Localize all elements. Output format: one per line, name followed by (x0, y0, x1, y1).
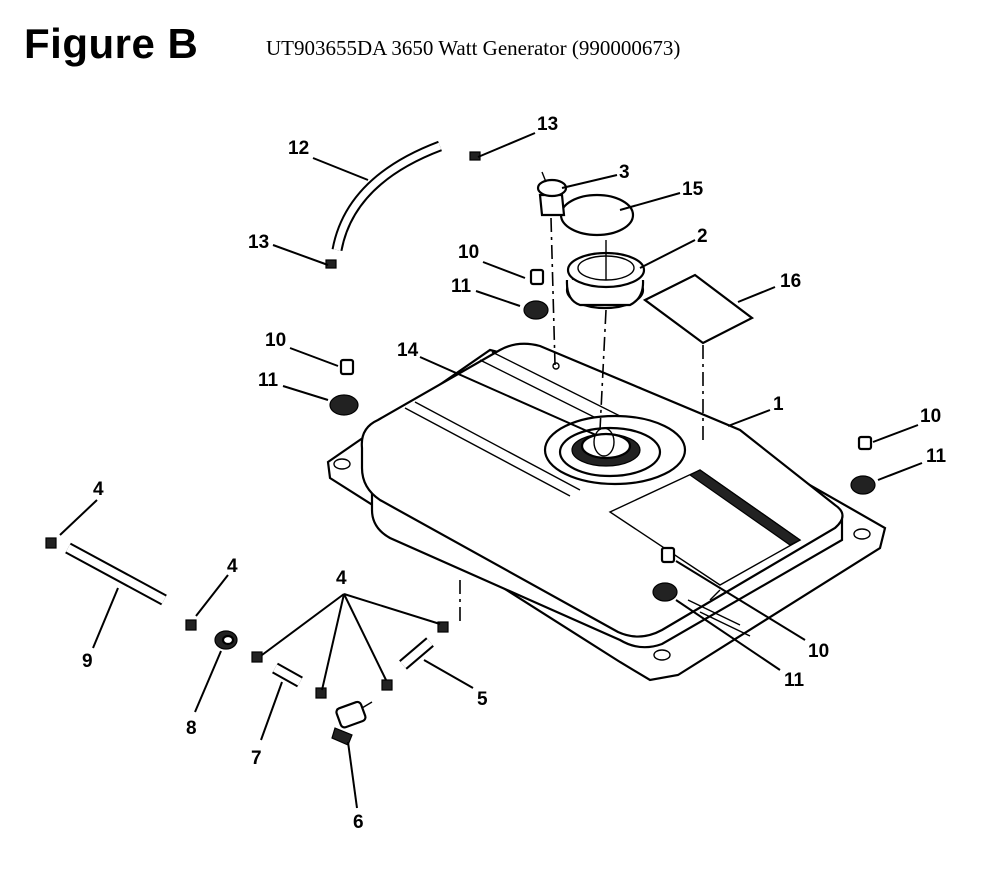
callout-16: 16 (780, 271, 801, 292)
callout-2: 2 (697, 226, 708, 247)
callout-4-left: 4 (93, 479, 104, 500)
callout-6: 6 (353, 812, 364, 833)
callout-8: 8 (186, 718, 197, 739)
callout-11-left: 11 (258, 370, 279, 391)
callout-4-mid: 4 (227, 556, 238, 577)
gasket-disc (559, 193, 635, 237)
callout-1: 1 (773, 394, 784, 415)
callout-12: 12 (288, 138, 309, 159)
figure-title: UT903655DA 3650 Watt Generator (99000067… (266, 36, 681, 60)
fuel-tank (326, 342, 887, 682)
callout-10-cap: 10 (458, 242, 479, 263)
callout-10-bottom: 10 (808, 641, 829, 662)
callout-4-cluster: 4 (336, 568, 347, 589)
callout-labels: 12 13 13 3 15 2 16 10 11 10 11 14 1 10 1… (82, 114, 947, 833)
callout-13-top: 13 (537, 114, 558, 135)
callout-10-left: 10 (265, 330, 286, 351)
callout-7: 7 (251, 748, 262, 769)
callout-5: 5 (477, 689, 488, 710)
callout-11-bottom: 11 (784, 670, 805, 691)
callout-11-cap: 11 (451, 276, 472, 297)
leader-lines (59, 132, 923, 809)
callout-3: 3 (619, 162, 630, 183)
mounting-hardware (329, 268, 876, 602)
fuel-line-assembly (45, 537, 461, 746)
callout-15: 15 (682, 179, 704, 200)
callout-11-right: 11 (926, 446, 947, 467)
callout-13-left: 13 (248, 232, 269, 253)
callout-14: 14 (397, 340, 419, 361)
callout-10-right: 10 (920, 406, 941, 427)
decal-sheet (642, 273, 755, 345)
callout-9: 9 (82, 651, 93, 672)
fuel-cap-assembly (536, 171, 755, 440)
figure-label: Figure B (24, 20, 199, 67)
vent-hose (325, 140, 481, 269)
